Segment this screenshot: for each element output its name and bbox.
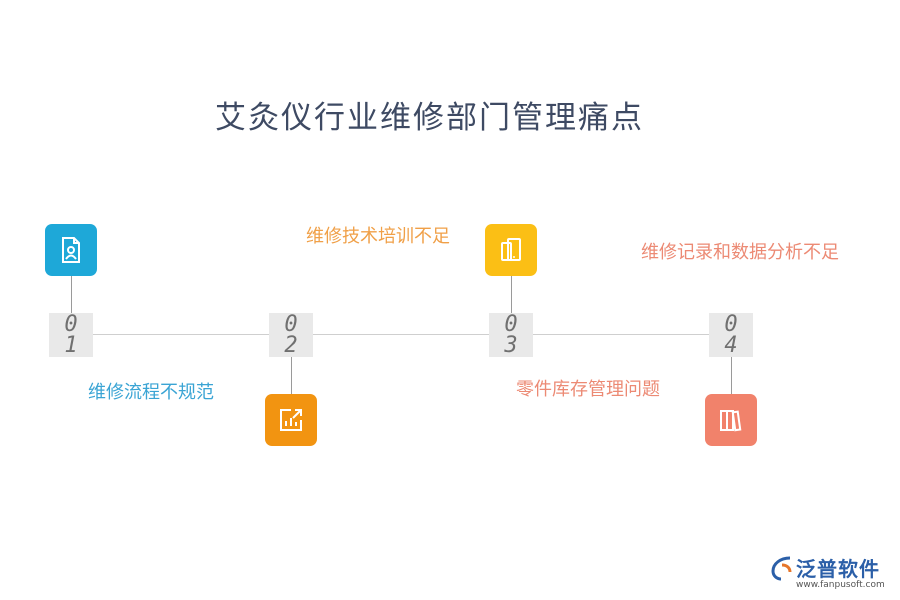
- step-number-digit: 2: [284, 333, 298, 358]
- timeline-axis: [90, 334, 730, 335]
- connector-2: [291, 357, 292, 394]
- step-number-digit: 0: [64, 312, 78, 337]
- step-number-3: 0 3: [489, 313, 533, 357]
- page-title: 艾灸仪行业维修部门管理痛点: [215, 100, 644, 136]
- bar-chart-export-icon: [280, 409, 302, 431]
- step-number-2: 0 2: [269, 313, 313, 357]
- brand-mark-icon: [771, 556, 792, 581]
- step-number-digit: 0: [504, 312, 518, 337]
- step-icon-box-4: [705, 394, 757, 446]
- step-label-3: 零件库存管理问题: [516, 379, 660, 400]
- step-label-1: 维修流程不规范: [88, 382, 214, 403]
- step-label-2: 维修技术培训不足: [306, 226, 450, 247]
- step-number-digit: 3: [504, 333, 518, 358]
- mobile-tablet-icon: [501, 238, 521, 261]
- brand-url: www.fanpusoft.com: [796, 580, 885, 590]
- step-label-4: 维修记录和数据分析不足: [641, 242, 839, 263]
- step-icon-box-2: [265, 394, 317, 446]
- step-number-digit: 0: [724, 312, 738, 337]
- brand-logo: 泛普软件 www.fanpusoft.com: [770, 553, 895, 595]
- brand-name: 泛普软件: [796, 557, 880, 581]
- step-number-digit: 1: [64, 333, 78, 358]
- connector-4: [731, 357, 732, 394]
- user-document-icon: [62, 237, 80, 263]
- connector-3: [511, 276, 512, 313]
- books-icon: [720, 410, 742, 432]
- step-icon-box-1: [45, 224, 97, 276]
- step-number-digit: 0: [284, 312, 298, 337]
- step-number-1: 0 1: [49, 313, 93, 357]
- step-number-4: 0 4: [709, 313, 753, 357]
- connector-1: [71, 276, 72, 313]
- step-number-digit: 4: [724, 333, 738, 358]
- step-icon-box-3: [485, 224, 537, 276]
